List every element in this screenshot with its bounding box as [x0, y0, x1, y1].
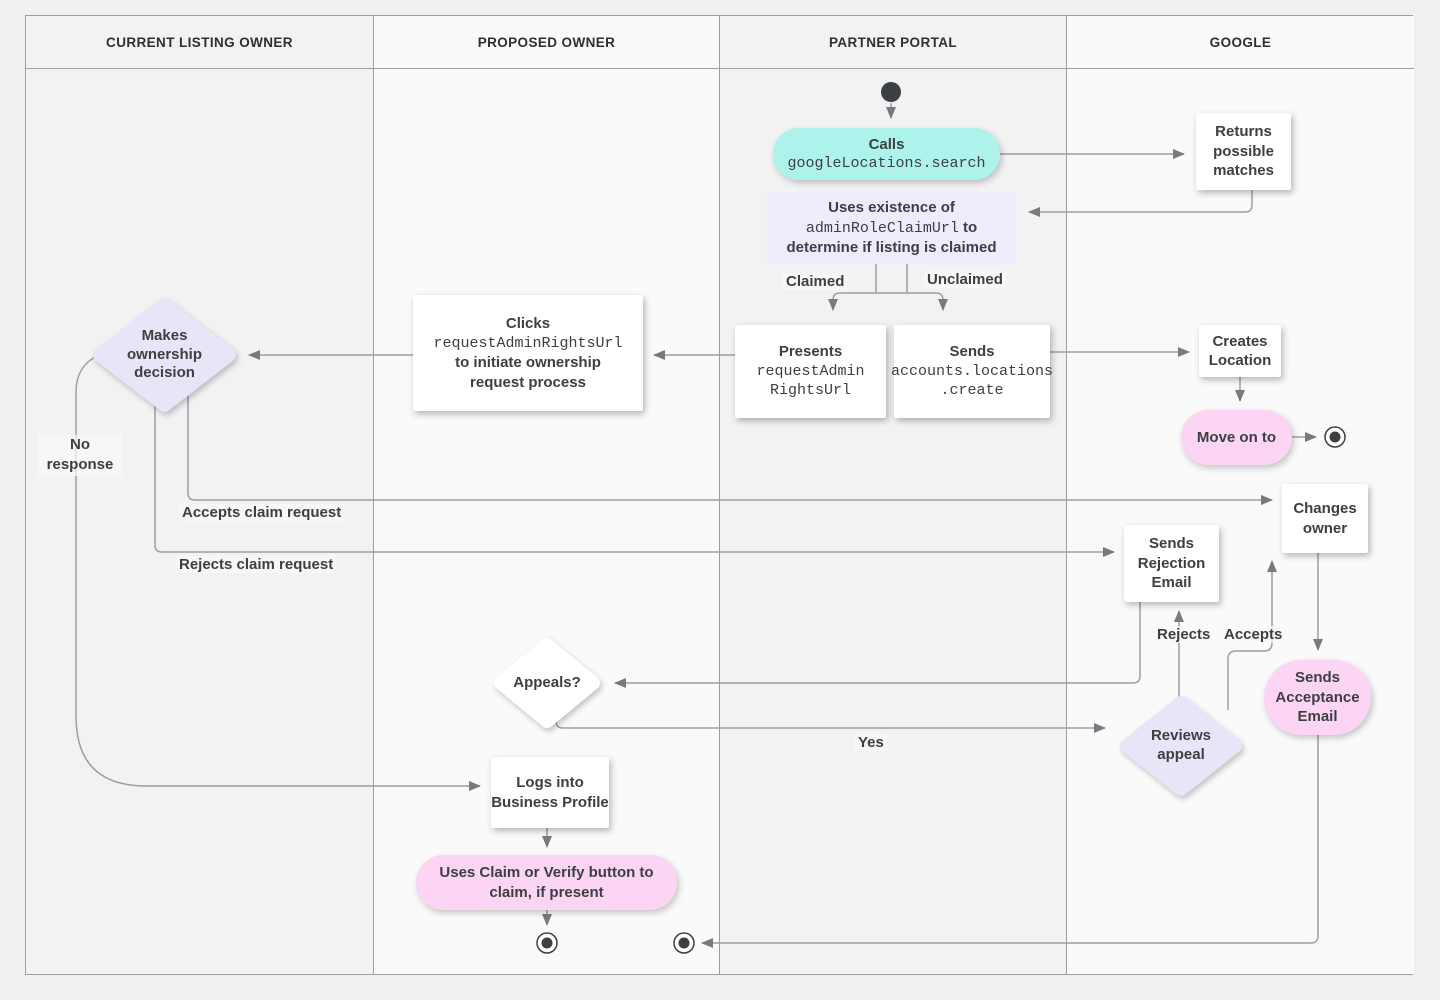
- sends-create-code-line1: accounts.locations: [890, 362, 1054, 380]
- makes-ownership-decision-label: Makes ownership decision: [126, 326, 202, 382]
- sends-rejection-email-node: Sends Rejection Email: [1124, 525, 1219, 602]
- lane-current-listing-owner: CURRENT LISTING OWNER: [26, 16, 374, 974]
- uses-existence-line2: adminRoleClaimUrl to: [805, 218, 978, 237]
- calls-title: Calls: [868, 135, 905, 153]
- clicks-code: requestAdminRightsUrl: [433, 334, 623, 352]
- reviews-appeal-diamond: Reviews appeal: [1119, 695, 1243, 797]
- sends-create-code-line2: .create: [940, 382, 1004, 400]
- edge-label-accepts: Accepts: [1221, 626, 1286, 643]
- edge-label-rejects-claim-request: Rejects claim request: [176, 556, 337, 573]
- edge-label-claimed: Claimed: [783, 273, 848, 290]
- makes-ownership-decision-diamond: Makes ownership decision: [92, 297, 237, 413]
- edge-label-yes: Yes: [855, 734, 887, 751]
- clicks-line2: to initiate ownership: [455, 354, 601, 371]
- reviews-appeal-label: Reviews appeal: [1150, 727, 1212, 763]
- calls-code: googleLocations.search: [787, 155, 986, 172]
- logs-into-business-profile-node: Logs into Business Profile: [491, 757, 609, 828]
- clicks-request-admin-rights-url-node: Clicks requestAdminRightsUrl to initiate…: [413, 295, 643, 411]
- changes-owner-node: Changes owner: [1282, 484, 1368, 553]
- edge-label-accepts-claim-request: Accepts claim request: [179, 504, 345, 521]
- lane-header-google: GOOGLE: [1067, 16, 1414, 69]
- uses-existence-line3: determine if listing is claimed: [786, 239, 997, 257]
- lane-header-current-listing-owner: CURRENT LISTING OWNER: [26, 16, 373, 69]
- presents-code-line2: RightsUrl: [769, 382, 851, 400]
- lane-proposed-owner: PROPOSED OWNER: [374, 16, 720, 974]
- appeals-label: Appeals?: [513, 673, 581, 691]
- edge-label-rejects: Rejects: [1154, 626, 1214, 643]
- edge-label-no-response: No response: [38, 435, 122, 476]
- presents-title: Presents: [778, 343, 843, 361]
- returns-possible-matches-node: Returns possible matches: [1196, 113, 1291, 190]
- creates-location-node: Creates Location: [1199, 325, 1281, 377]
- uses-existence-line1: Uses existence of: [828, 199, 955, 217]
- lane-header-proposed-owner: PROPOSED OWNER: [374, 16, 719, 69]
- lane-header-partner-portal: PARTNER PORTAL: [720, 16, 1066, 69]
- calls-google-locations-search-node: Calls googleLocations.search: [773, 128, 1000, 180]
- appeals-diamond: Appeals?: [493, 637, 601, 729]
- uses-claim-or-verify-node: Uses Claim or Verify button to claim, if…: [416, 855, 677, 910]
- presents-code-line1: requestAdmin: [756, 362, 865, 380]
- uses-existence-note: Uses existence of adminRoleClaimUrl to d…: [767, 192, 1016, 264]
- move-on-to-node: Move on to: [1181, 410, 1292, 465]
- clicks-title: Clicks: [505, 315, 551, 332]
- sends-accounts-locations-create-node: Sends accounts.locations .create: [890, 325, 1054, 418]
- sends-create-title: Sends: [949, 343, 995, 361]
- presents-request-admin-rights-url-node: Presents requestAdmin RightsUrl: [735, 325, 886, 418]
- clicks-line3: request process: [470, 373, 586, 391]
- sends-acceptance-email-node: Sends Acceptance Email: [1264, 660, 1371, 735]
- edge-label-unclaimed: Unclaimed: [924, 271, 1006, 288]
